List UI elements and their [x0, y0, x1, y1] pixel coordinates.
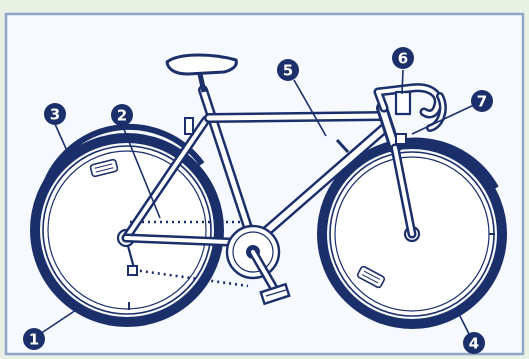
callout-1: 1	[23, 328, 45, 350]
callout-4: 4	[463, 332, 485, 354]
callout-4-label: 4	[469, 335, 479, 353]
front-brake	[396, 134, 406, 144]
callout-5: 5	[277, 59, 299, 81]
callout-3: 3	[44, 103, 66, 125]
callout-2-label: 2	[117, 107, 127, 125]
callout-6-label: 6	[398, 50, 408, 68]
leader-6	[402, 70, 403, 94]
callout-5-label: 5	[283, 62, 293, 80]
callout-1-label: 1	[29, 331, 39, 349]
callout-7: 7	[471, 90, 493, 112]
callout-3-label: 3	[50, 106, 60, 124]
callout-6: 6	[392, 47, 414, 69]
rear-brake	[185, 118, 193, 134]
callout-2: 2	[111, 104, 133, 126]
callout-7-label: 7	[477, 93, 487, 111]
